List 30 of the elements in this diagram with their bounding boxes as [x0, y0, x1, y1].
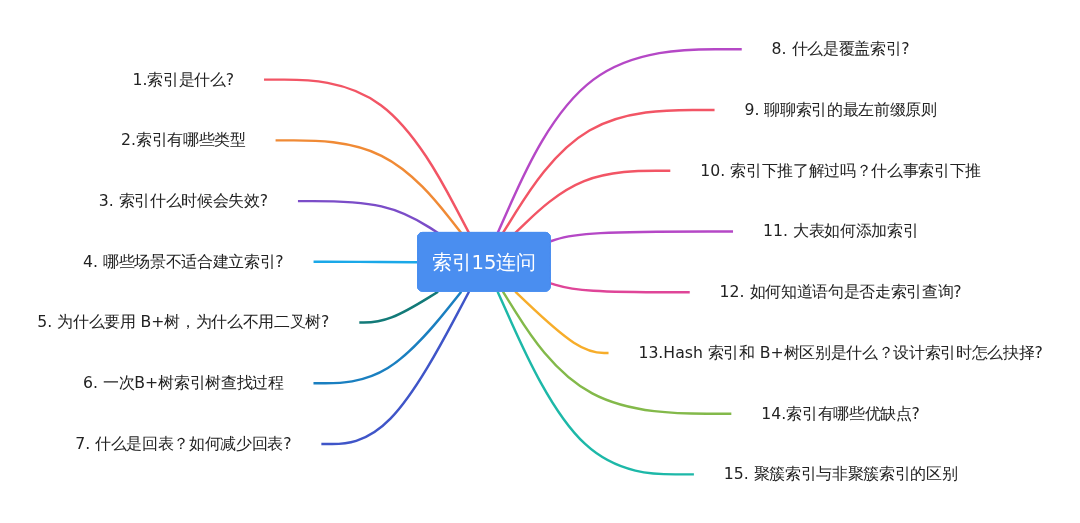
connector	[550, 281, 691, 294]
node-text: 2.索引有哪些类型	[121, 130, 246, 149]
node-text: 1.索引是什么?	[132, 69, 235, 89]
connector	[514, 290, 610, 354]
node-text: 8. 什么是覆盖索引?	[771, 39, 910, 58]
node-text: 14.索引有哪些优缺点?	[761, 403, 920, 423]
node-text: 4. 哪些场景不适合建立索引?	[83, 251, 284, 271]
connector	[320, 290, 471, 445]
connector	[514, 169, 671, 234]
connector	[263, 78, 471, 234]
node-text: 3. 索引什么时候会失效?	[98, 190, 268, 210]
connector	[297, 199, 439, 234]
node-text: 11. 大表如何添加索引	[762, 221, 919, 240]
node-text: 7. 什么是回表？如何减少回表?	[75, 433, 292, 453]
node-text: 6. 一次B+树索引树查找过程	[83, 373, 284, 392]
node-text: 10. 索引下推了解过吗？什么事索引下推	[700, 160, 981, 180]
node-text: 12. 如何知道语句是否走索引查询?	[719, 282, 962, 301]
connector	[313, 260, 419, 264]
connector	[358, 290, 439, 324]
connector	[496, 47, 743, 234]
connector	[275, 138, 463, 234]
connector	[501, 108, 716, 234]
connector	[501, 290, 732, 415]
node-text: 13.Hash 索引和 B+树区别是什么？设计索引时怎么抉择?	[638, 342, 1043, 362]
node-text: 9. 聊聊索引的最左前缀原则	[744, 99, 937, 119]
connector	[496, 290, 695, 476]
connector	[550, 229, 734, 243]
connector	[313, 290, 463, 385]
node-text: 15. 聚簇索引与非聚簇索引的区别	[723, 464, 958, 483]
node-text: 5. 为什么要用 B+树，为什么不用二叉树?	[37, 312, 330, 332]
